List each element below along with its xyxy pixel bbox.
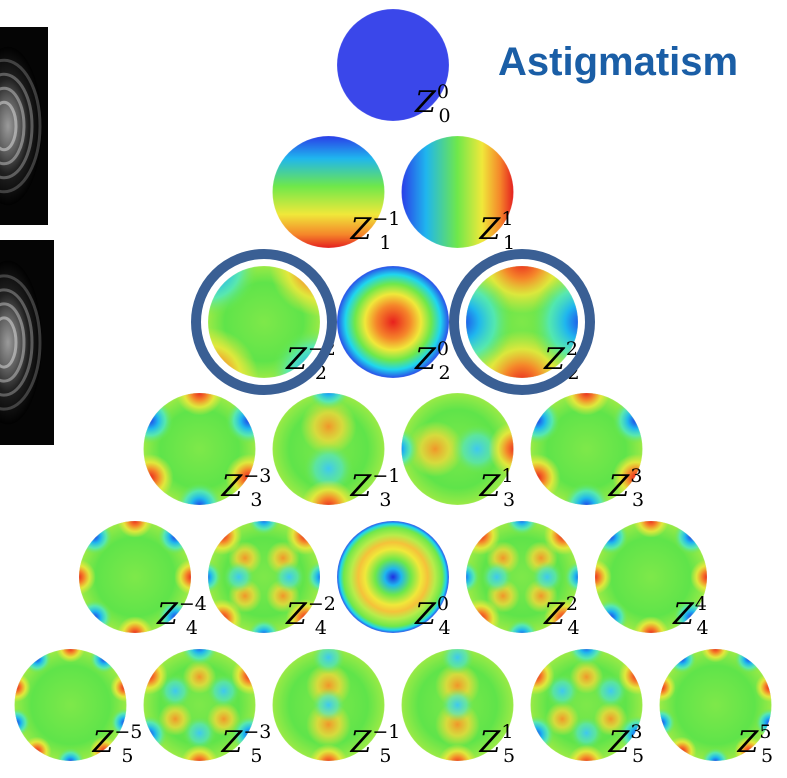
interferogram-bottom (0, 240, 54, 445)
highlight-ring (191, 249, 337, 395)
figure-title: Astigmatism (498, 40, 739, 84)
interferogram-top (0, 27, 48, 225)
highlight-ring (449, 249, 595, 395)
